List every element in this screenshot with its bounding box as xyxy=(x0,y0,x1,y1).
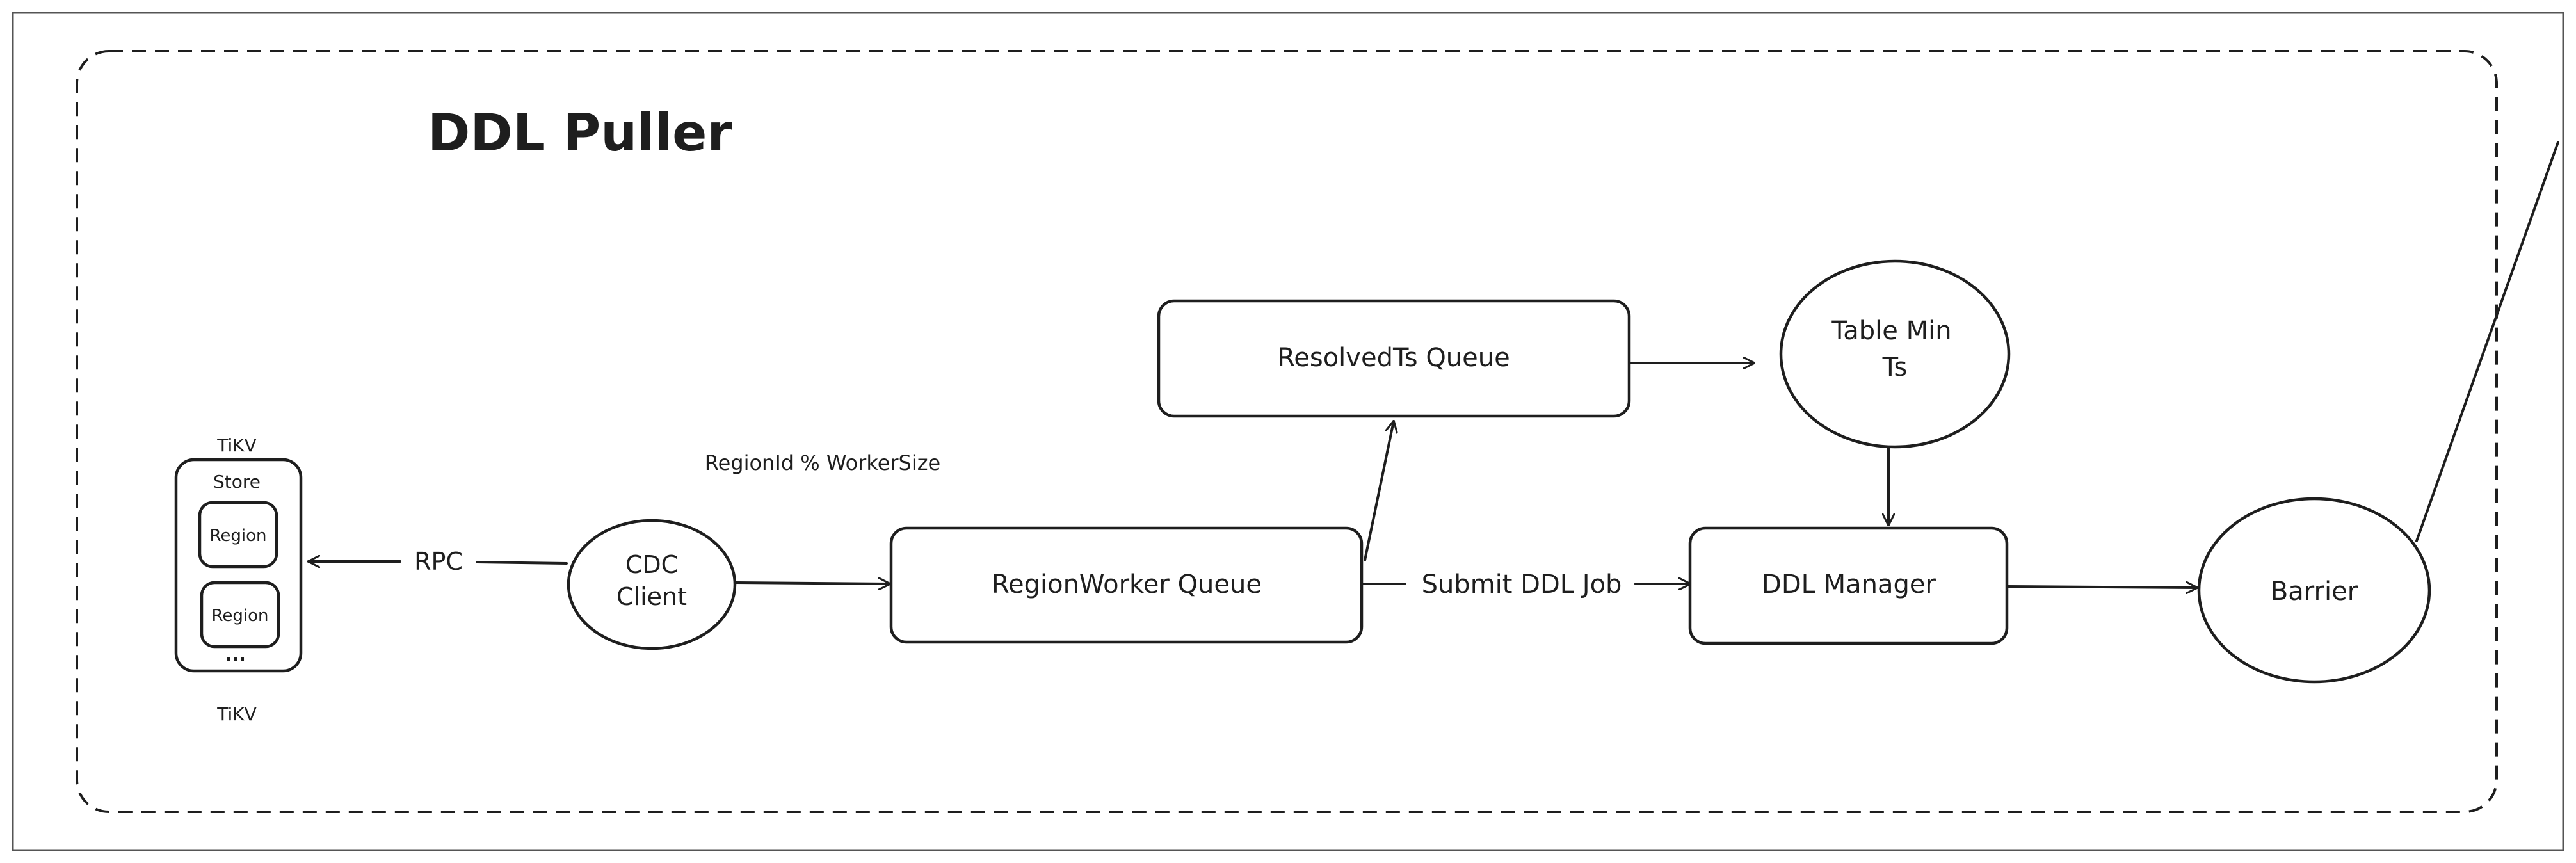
region-box-2 xyxy=(200,581,280,649)
region-label-2: Region xyxy=(211,606,268,625)
cdc-client-label-line2: Client xyxy=(616,583,687,611)
region-more: ... xyxy=(225,644,246,665)
cdc-client-label-line1: CDC xyxy=(625,551,678,579)
ddl-manager-label: DDL Manager xyxy=(1762,570,1936,599)
tikv-top-label: TiKV xyxy=(216,435,257,456)
submit-ddl-job-label: Submit DDL Job xyxy=(1422,570,1622,599)
image-frame xyxy=(12,12,2564,851)
resolved-ts-queue-node xyxy=(1157,299,1631,418)
ddl-puller-container xyxy=(76,50,2498,813)
region-id-rule-label: RegionId % WorkerSize xyxy=(705,451,940,475)
region-worker-queue-label: RegionWorker Queue xyxy=(992,570,1262,599)
rpc-edge-label: RPC xyxy=(414,547,463,576)
resolved-ts-queue-label: ResolvedTs Queue xyxy=(1277,343,1509,373)
region-label-1: Region xyxy=(209,526,266,545)
store-label: Store xyxy=(213,471,261,492)
cdc-client-node xyxy=(567,519,737,650)
ddl-manager-to-barrier-edge xyxy=(2006,586,2197,588)
table-min-ts-label-line1: Table Min xyxy=(1831,316,1951,346)
cdc-to-region-worker-edge xyxy=(735,583,890,584)
table-min-ts-node xyxy=(1779,259,2011,449)
region-worker-to-resolved-ts-edge xyxy=(1364,421,1394,561)
tikv-bottom-label: TiKV xyxy=(216,704,257,725)
rpc-edge-line-right xyxy=(476,561,568,565)
barrier-outgoing-edge xyxy=(2415,141,2559,542)
barrier-label: Barrier xyxy=(2271,577,2358,606)
diagram-title: DDL Puller xyxy=(428,103,732,163)
region-box-1 xyxy=(198,501,278,569)
barrier-node xyxy=(2197,497,2431,684)
table-min-ts-label-line2: Ts xyxy=(1882,353,1908,382)
